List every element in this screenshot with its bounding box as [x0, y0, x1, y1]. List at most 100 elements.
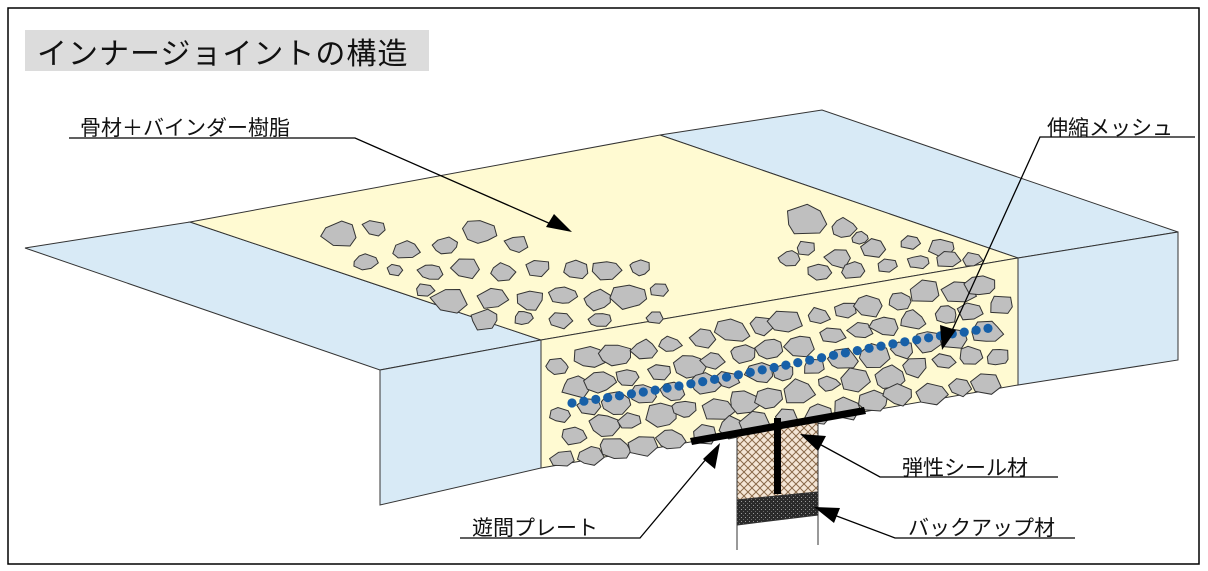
aggregate-stone — [888, 292, 912, 311]
mesh-dot — [614, 391, 625, 401]
aggregate-stone — [429, 288, 468, 314]
mesh-dot — [650, 385, 660, 395]
aggregate-stone — [514, 310, 534, 326]
aggregate-stone — [909, 279, 940, 302]
aggregate-stone — [416, 264, 444, 280]
aggregate-stone — [877, 258, 898, 273]
aggregate-stone — [915, 382, 949, 406]
aggregate-stone — [868, 316, 899, 337]
mesh-dot — [840, 348, 851, 358]
aggregate-stone — [956, 302, 984, 321]
aggregate-stone — [587, 313, 612, 327]
aggregate-stone — [525, 259, 550, 278]
aggregate-stone — [431, 236, 459, 255]
aggregate-stone — [671, 400, 697, 418]
aggregate-stone — [353, 253, 379, 271]
aggregate-stone — [615, 369, 640, 387]
mesh-dot — [959, 327, 969, 337]
mesh-dot — [983, 323, 993, 333]
aggregate-stone — [959, 345, 984, 365]
aggregate-stone — [934, 305, 957, 324]
mesh-dot — [745, 367, 755, 377]
aggregate-stone — [658, 335, 684, 352]
aggregate-stone — [576, 445, 605, 466]
aggregate-stone — [583, 288, 611, 312]
aggregate-stone — [900, 309, 927, 330]
mesh-dot — [864, 343, 874, 353]
mesh-dot — [888, 339, 898, 349]
mesh-dot — [900, 337, 910, 347]
aggregate-stone — [906, 255, 930, 270]
mesh-dot — [805, 355, 815, 365]
aggregate-stone — [563, 259, 589, 280]
label-backup-material: バックアップ材 — [908, 516, 1055, 540]
mesh-dot — [579, 396, 589, 406]
aggregate-stone — [969, 373, 1002, 395]
aggregate-stone — [807, 263, 833, 281]
mesh-dot — [793, 358, 803, 368]
aggregate-stone — [786, 203, 828, 235]
aggregate-stone — [597, 344, 631, 367]
aggregate-stone — [361, 220, 386, 237]
mesh-dot — [924, 333, 934, 343]
aggregate-stone — [627, 436, 659, 457]
label-gap-plate: 遊間プレート — [472, 516, 598, 540]
aggregate-stone — [629, 338, 659, 360]
aggregate-stone — [777, 250, 801, 267]
mesh-dot — [876, 341, 886, 351]
aggregate-stone — [817, 375, 842, 392]
aggregate-stone — [416, 283, 436, 297]
aggregate-stone — [591, 261, 623, 281]
mesh-dot — [710, 374, 720, 384]
mesh-dot — [698, 377, 708, 387]
mesh-dot — [662, 383, 672, 393]
aggregate-stone — [588, 414, 621, 438]
aggregate-stone — [392, 240, 422, 259]
aggregate-stone — [548, 450, 575, 467]
aggregate-stone — [986, 348, 1009, 366]
aggregate-stones-front — [545, 275, 1013, 467]
aggregate-stone — [754, 387, 784, 410]
aggregate-stone — [654, 429, 687, 450]
aggregate-stone — [841, 261, 866, 279]
label-expansion-mesh: 伸縮メッシュ — [1047, 116, 1173, 140]
mesh-dot — [971, 325, 981, 335]
aggregate-stone — [545, 357, 569, 376]
aggregate-stone — [852, 294, 883, 318]
mesh-dot — [591, 394, 601, 404]
label-aggregate-binder: 骨材＋バインダー樹脂 — [80, 116, 290, 140]
mesh-dot — [686, 379, 696, 389]
aggregate-stone — [936, 250, 962, 268]
mesh-dot — [912, 335, 922, 345]
aggregate-stone — [549, 406, 572, 423]
aggregate-stone — [547, 286, 579, 304]
aggregate-stone — [819, 327, 847, 344]
aggregate-stone — [840, 367, 872, 393]
aggregate-stone — [629, 259, 650, 277]
aggregate-stone — [573, 345, 607, 368]
aggregate-stone — [963, 275, 996, 296]
aggregate-stone — [962, 251, 984, 267]
mesh-dot — [769, 362, 779, 373]
aggregate-stone — [470, 308, 498, 331]
aggregate-stone — [902, 357, 927, 379]
mesh-dot — [828, 350, 839, 360]
aggregate-stones-top — [320, 203, 984, 331]
aggregate-stone — [699, 352, 726, 370]
mesh-dot — [567, 398, 577, 408]
aggregate-stone — [609, 284, 648, 310]
aggregate-stone — [320, 220, 357, 247]
aggregate-stone — [859, 238, 887, 258]
aggregate-stone — [490, 262, 517, 282]
aggregate-stone — [730, 390, 763, 415]
mesh-dot — [852, 346, 862, 356]
aggregate-stone — [386, 263, 404, 277]
aggregate-stone — [796, 240, 815, 256]
aggregate-stone — [766, 310, 803, 333]
left-road-slab — [24, 221, 543, 506]
aggregate-stone — [990, 295, 1013, 314]
aggregate-stone — [548, 312, 574, 330]
aggregate-stone — [783, 378, 817, 404]
mesh-dot — [721, 372, 732, 382]
